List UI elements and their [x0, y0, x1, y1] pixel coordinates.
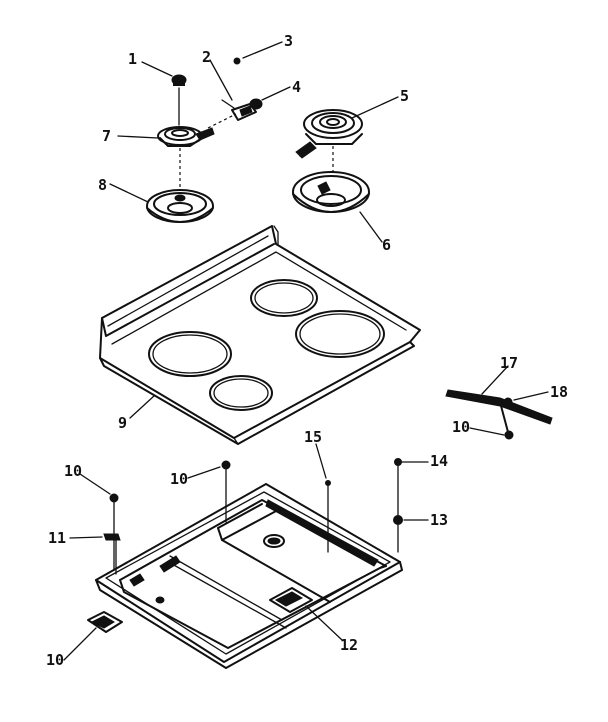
- box-hole-front: [155, 596, 165, 604]
- part-5-large-coil-element: [295, 109, 363, 159]
- callout-7: 7: [102, 127, 111, 145]
- burner-opening-back-right: [250, 279, 318, 317]
- right-surface-element-assembly: [292, 109, 370, 213]
- callout-10-center: 10: [170, 470, 188, 488]
- callout-2: 2: [202, 48, 211, 66]
- part-6-small-drip-bowl: [146, 189, 214, 223]
- callout-3: 3: [284, 32, 293, 50]
- callout-1: 1: [128, 50, 137, 68]
- callout-8: 8: [98, 176, 107, 194]
- callout-14: 14: [430, 452, 448, 470]
- burner-opening-back-left: [148, 331, 232, 377]
- callout-5: 5: [400, 87, 409, 105]
- callout-4: 4: [292, 78, 301, 96]
- lower-left-clip-part: [87, 611, 123, 633]
- callout-10-bottom: 10: [46, 651, 64, 669]
- callout-10-right: 10: [452, 418, 470, 436]
- callout-15: 15: [304, 428, 322, 446]
- part-2-4-terminal-block: [207, 98, 263, 129]
- callout-18: 18: [550, 383, 568, 401]
- callout-9: 9: [118, 414, 127, 432]
- callout-12: 12: [340, 636, 358, 654]
- callout-10-left-top: 10: [64, 462, 82, 480]
- callout-17: 17: [500, 354, 518, 372]
- part-9-main-top: [99, 225, 421, 445]
- part-6-large-drip-bowl: [292, 171, 370, 213]
- burner-opening-front-left: [209, 375, 273, 411]
- box-hole-back: [263, 534, 285, 548]
- part-7-small-coil-element: [157, 126, 215, 147]
- burner-box-lower-body: [87, 458, 403, 669]
- callout-6: 6: [382, 236, 391, 254]
- part-1-cap: [171, 74, 187, 86]
- left-surface-element-assembly: [146, 57, 263, 223]
- part-3-screw: [233, 57, 241, 65]
- part-12-box-bracket: [269, 587, 313, 613]
- burner-opening-front-right: [295, 310, 385, 358]
- part-17-bracket-assembly: [445, 389, 553, 440]
- callout-labels: 1 2 3 4 5 7 8 6 9 17 18 10 10 10 15 14 1…: [46, 32, 568, 669]
- callout-13: 13: [430, 511, 448, 529]
- callout-leader-lines: [63, 41, 549, 661]
- callout-11: 11: [48, 529, 66, 547]
